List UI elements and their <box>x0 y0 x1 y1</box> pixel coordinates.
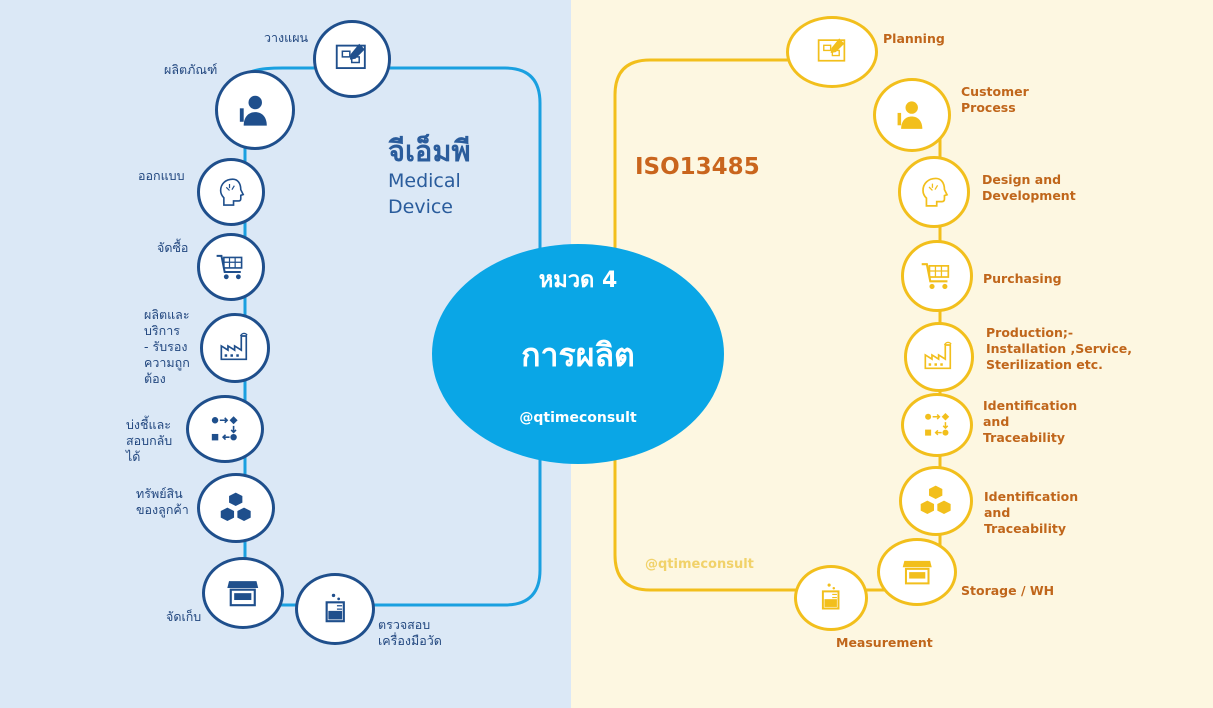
right-node-customer <box>873 78 951 152</box>
right-node-traceability-2 <box>899 466 973 536</box>
right-node-design <box>898 156 970 228</box>
boxes-icon <box>221 493 251 522</box>
customer-icon <box>239 95 267 126</box>
store-icon <box>902 560 932 585</box>
factory-icon <box>924 342 952 370</box>
left-node-storage <box>202 557 284 629</box>
right-label-customer: Customer Process <box>961 84 1029 115</box>
flow-icon <box>212 416 238 441</box>
left-node-measurement <box>295 573 375 645</box>
brain-icon <box>921 177 949 207</box>
right-node-storage <box>877 538 957 606</box>
right-title: ISO13485 <box>635 154 760 180</box>
blueprint-icon <box>336 44 367 70</box>
boxes-icon <box>921 486 951 515</box>
left-label-purchasing: จัดซื้อ <box>157 240 189 255</box>
flow-icon <box>924 412 950 436</box>
brain-icon <box>219 178 245 206</box>
right-node-planning <box>786 16 878 88</box>
customer-icon <box>897 101 923 130</box>
right-node-production <box>904 322 974 392</box>
right-label-production: Production;- Installation ,Service, Ster… <box>986 325 1132 372</box>
beaker-icon <box>822 583 840 610</box>
left-label-storage: จัดเก็บ <box>166 609 202 624</box>
left-label-planning: วางแผน <box>264 30 309 45</box>
center-handle: @qtimeconsult <box>519 410 637 426</box>
right-label-purchasing: Purchasing <box>983 271 1062 286</box>
left-label-design: ออกแบบ <box>138 168 185 183</box>
right-label-traceability-2: Identification and Traceability <box>984 489 1079 536</box>
cart-icon <box>216 254 243 280</box>
left-node-product <box>215 70 295 150</box>
left-node-traceability <box>186 395 264 463</box>
left-node-purchasing <box>197 233 265 301</box>
center-ellipse <box>432 244 724 464</box>
right-label-storage: Storage / WH <box>961 583 1055 598</box>
chapter-label: หมวด 4 <box>538 268 618 293</box>
left-label-measurement: ตรวจสอบ เครื่องมือวัด <box>378 617 442 648</box>
beaker-icon <box>325 593 345 623</box>
left-node-customer-property <box>197 473 275 543</box>
factory-icon <box>220 333 248 361</box>
left-title-english: Medical Device <box>388 170 461 218</box>
center-title: การผลิต <box>521 336 635 374</box>
left-label-traceability: บ่งชี้และ สอบกลับ ได้ <box>126 417 173 464</box>
left-label-product: ผลิตภัณฑ์ <box>164 62 218 77</box>
left-node-production <box>200 313 270 383</box>
blueprint-icon <box>817 38 845 62</box>
right-label-design: Design and Development <box>982 172 1076 203</box>
left-node-design <box>197 158 265 226</box>
left-title-thai: จีเอ็มพี <box>388 134 471 168</box>
right-label-traceability-1: Identification and Traceability <box>983 398 1078 445</box>
right-node-purchasing <box>901 240 973 312</box>
right-label-planning: Planning <box>883 31 945 46</box>
right-node-traceability-1 <box>901 393 973 457</box>
left-label-production: ผลิตและ บริการ - รับรอง ความถูก ต้อง <box>144 307 190 386</box>
watermark: @qtimeconsult <box>645 557 754 572</box>
left-node-planning <box>313 20 391 98</box>
store-icon <box>227 580 259 607</box>
right-node-measurement <box>794 565 868 631</box>
cart-icon <box>921 262 950 289</box>
right-label-measurement: Measurement <box>836 635 933 650</box>
left-label-customer-property: ทรัพย์สิน ของลูกค้า <box>136 486 189 517</box>
